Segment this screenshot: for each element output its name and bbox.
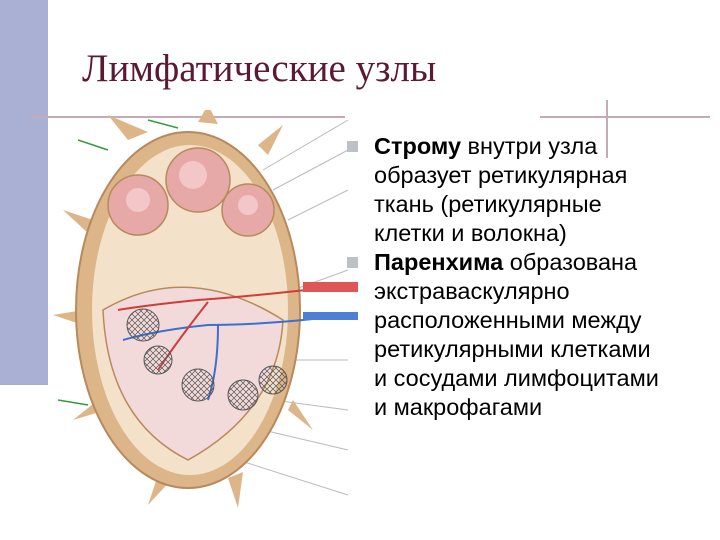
title-underline-left: [30, 116, 345, 118]
bullet-stroma-line3: ткань (ретикулярные: [374, 191, 602, 217]
term-stroma: Строму: [374, 133, 462, 159]
slide-title: Лимфатические узлы: [82, 47, 437, 90]
term-parenchyma: Паренхима: [374, 249, 504, 275]
bullet-parenchyma-line1: образована: [503, 249, 638, 275]
square-bullet-icon: [347, 257, 358, 268]
title-underline-right: [540, 116, 710, 118]
bullet-stroma-line2: образует ретикулярная: [374, 162, 628, 188]
right-vertical-rule: [606, 100, 608, 158]
bullet-list: Строму внутри узла образует ретикулярная…: [345, 132, 717, 422]
bullet-stroma-line1: внутри узла: [461, 133, 598, 159]
square-bullet-icon: [347, 141, 358, 152]
bullet-parenchyma: Паренхима образована экстраваскулярно ра…: [345, 248, 717, 422]
bullet-parenchyma-line4: ретикулярными клетками: [374, 336, 651, 362]
bullet-parenchyma-line5: и сосудами лимфоцитами: [374, 365, 659, 391]
bullet-stroma: Строму внутри узла образует ретикулярная…: [345, 132, 717, 248]
left-accent-bar: [0, 0, 48, 385]
lymph-node-cross-section-icon: [53, 110, 358, 508]
bullet-parenchyma-line6: и макрофагами: [374, 394, 543, 420]
bullet-parenchyma-line3: расположенными между: [374, 307, 642, 333]
bullet-parenchyma-line2: экстраваскулярно: [374, 278, 570, 304]
bullet-stroma-line4: клетки и волокна): [374, 220, 567, 246]
